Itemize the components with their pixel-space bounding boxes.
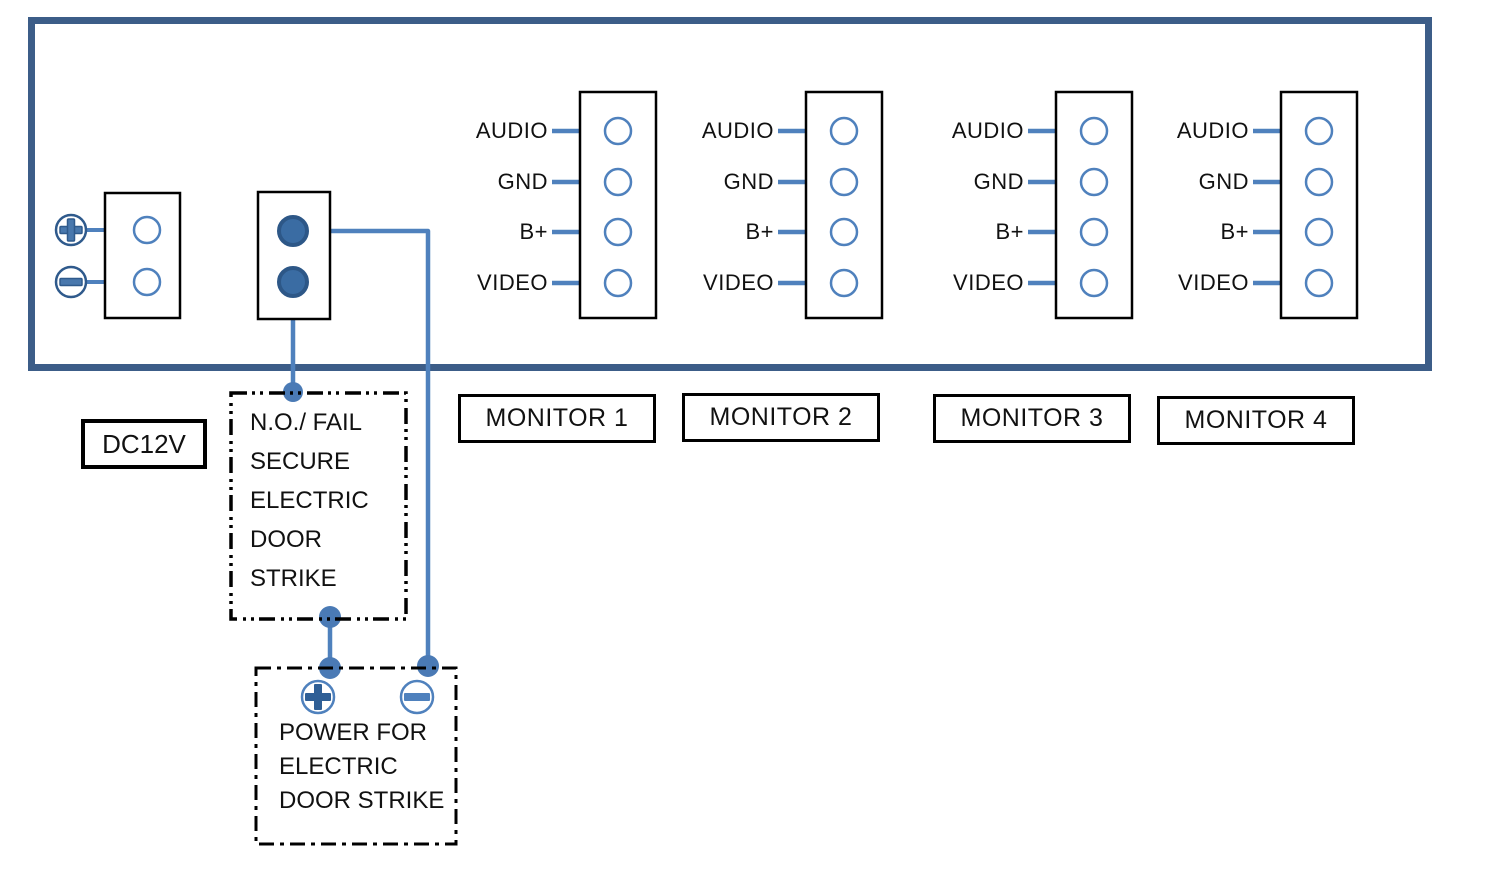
pin-label-video: VIDEO — [477, 270, 548, 295]
minus-circle-icon — [54, 265, 88, 299]
junction-dot — [319, 606, 341, 628]
door-strike-power-label: POWER FOR ELECTRIC DOOR STRIKE — [279, 719, 445, 814]
monitor-4-label-box: MONITOR 4 — [1157, 396, 1355, 445]
plus-circle-icon — [54, 213, 88, 247]
pin-label-bplus: B+ — [519, 219, 548, 244]
connector-4 — [1279, 90, 1359, 320]
pin-label-gnd: GND — [723, 169, 774, 194]
main-unit-outline — [28, 17, 1432, 371]
pin-label-bplus: B+ — [995, 219, 1024, 244]
door-strike-box-outline — [229, 391, 408, 621]
pin-label-gnd: GND — [497, 169, 548, 194]
wire-strike-terminal-to-power-minus — [293, 228, 431, 664]
pin-label-gnd: GND — [1198, 169, 1249, 194]
pin-label-audio: AUDIO — [1176, 118, 1249, 143]
strike-terminal-top — [277, 215, 309, 247]
pin-label-audio: AUDIO — [475, 118, 548, 143]
strike-terminal-bottom — [277, 266, 309, 298]
door-strike-label: N.O./ FAIL SECURE ELECTRIC DOOR STRIKE — [250, 409, 369, 592]
pin-label-video: VIDEO — [703, 270, 774, 295]
junction-dot — [417, 655, 439, 677]
pin-label-audio: AUDIO — [701, 118, 774, 143]
connector-2 — [804, 90, 884, 320]
dc-terminal-block — [103, 191, 182, 320]
pin-label-video: VIDEO — [1178, 270, 1249, 295]
strike-terminal-block — [256, 190, 332, 321]
pin-label-gnd: GND — [973, 169, 1024, 194]
pin-label-video: VIDEO — [953, 270, 1024, 295]
pin-label-bplus: B+ — [745, 219, 774, 244]
monitor-3-label-box: MONITOR 3 — [933, 394, 1131, 443]
minus-circle-icon — [399, 679, 435, 715]
monitor-2-label-box: MONITOR 2 — [682, 393, 880, 442]
monitor-1-label-box: MONITOR 1 — [458, 394, 656, 443]
pin-label-audio: AUDIO — [951, 118, 1024, 143]
dc-minus-terminal — [132, 267, 162, 297]
dc12v-label-box: DC12V — [81, 419, 207, 469]
connector-3 — [1054, 90, 1134, 320]
door-strike-power-box-outline — [254, 666, 458, 846]
plus-circle-icon — [300, 679, 336, 715]
dc-plus-terminal — [132, 215, 162, 245]
pin-label-bplus: B+ — [1220, 219, 1249, 244]
connector-1 — [578, 90, 658, 320]
